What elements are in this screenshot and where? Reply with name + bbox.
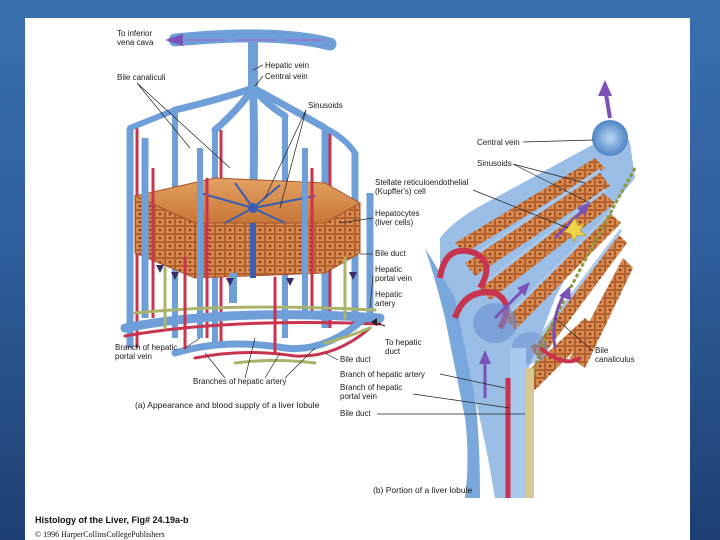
label-portal-vein-a-2: portal vein bbox=[375, 274, 412, 283]
label-hepatic-artery-1: Hepatic bbox=[375, 290, 402, 299]
label-bile-canaliculus-2: canaliculus bbox=[595, 355, 635, 364]
label-branch-portal-b-1: Branch of hepatic bbox=[340, 383, 402, 392]
label-portal-vein-a-1: Hepatic bbox=[375, 265, 402, 274]
label-bile-duct-a-lower: Bile duct bbox=[340, 355, 371, 364]
portal-triad-b bbox=[505, 346, 582, 498]
footer-copyright: © 1996 HarperCollinsCollegePublishers bbox=[35, 530, 165, 539]
label-to-hepatic-duct-2: duct bbox=[385, 347, 401, 356]
central-vein-star bbox=[592, 120, 628, 156]
label-bile-canaliculus-1: Bile bbox=[595, 346, 609, 355]
label-branch-portal-b-2: portal vein bbox=[340, 392, 377, 401]
label-branch-portal-a-1: Branch of hepatic bbox=[115, 343, 177, 352]
footer-title: Histology of the Liver, Fig# 24.19a-b bbox=[35, 515, 189, 525]
label-bile-duct-a: Bile duct bbox=[375, 249, 406, 258]
label-central-vein-a: Central vein bbox=[265, 72, 308, 81]
diagram-a-labels: To inferior vena cava Hepatic vein Centr… bbox=[115, 29, 421, 410]
slide-canvas: To inferior vena cava Hepatic vein Centr… bbox=[25, 18, 690, 540]
label-inferior-vena-cava-1: To inferior bbox=[117, 29, 152, 38]
label-to-hepatic-duct-1: To hepatic bbox=[385, 338, 421, 347]
flow-arrows-a bbox=[156, 265, 357, 286]
label-branches-artery: Branches of hepatic artery bbox=[193, 377, 286, 386]
label-branch-artery-b: Branch of hepatic artery bbox=[340, 370, 425, 379]
label-kupffer-2: (Kupffer's) cell bbox=[375, 187, 426, 196]
portal-triads bbox=[120, 256, 385, 365]
label-hepatocytes-2: (liver cells) bbox=[375, 218, 414, 227]
caption-b: (b) Portion of a liver lobule bbox=[373, 485, 472, 495]
front-vessels bbox=[141, 138, 374, 338]
diagram-b-labels: Central vein Sinusoids Stellate reticulo… bbox=[340, 138, 635, 495]
label-sinusoids-a: Sinusoids bbox=[308, 101, 343, 110]
label-sinusoids-b: Sinusoids bbox=[477, 159, 512, 168]
liver-lobule-illustration: To inferior vena cava Hepatic vein Centr… bbox=[35, 29, 637, 539]
footer: Histology of the Liver, Fig# 24.19a-b © … bbox=[35, 515, 189, 539]
label-hepatic-artery-2: artery bbox=[375, 299, 395, 308]
label-hepatocytes-1: Hepatocytes bbox=[375, 209, 419, 218]
diagram-b bbox=[425, 80, 637, 498]
label-inferior-vena-cava-2: vena cava bbox=[117, 38, 154, 47]
diagram-a bbox=[120, 29, 386, 365]
label-branch-portal-a-2: portal vein bbox=[115, 352, 152, 361]
label-central-vein-b: Central vein bbox=[477, 138, 520, 147]
label-hepatic-vein: Hepatic vein bbox=[265, 61, 309, 70]
kupffer-cell bbox=[563, 217, 587, 243]
label-bile-duct-b: Bile duct bbox=[340, 409, 371, 418]
flow-arrows-b bbox=[483, 206, 587, 398]
label-kupffer-1: Stellate reticuloendothelial bbox=[375, 178, 469, 187]
label-bile-canaliculi: Bile canaliculi bbox=[117, 73, 166, 82]
caption-a: (a) Appearance and blood supply of a liv… bbox=[135, 400, 320, 410]
